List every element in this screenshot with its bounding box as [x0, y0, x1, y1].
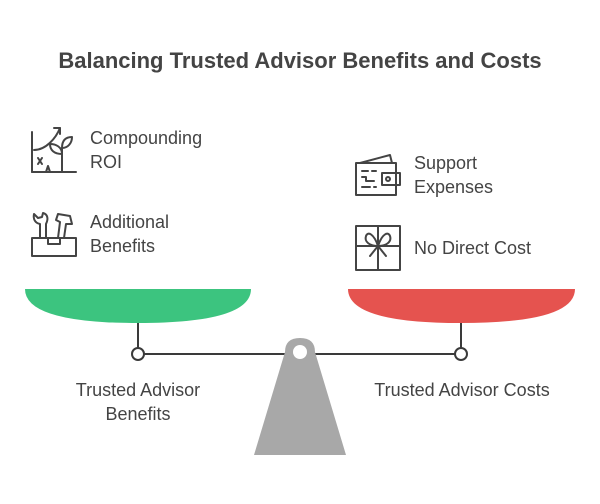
right-pan [348, 289, 575, 323]
left-beam-joint [131, 347, 145, 361]
additional-benefits-label: Additional Benefits [90, 212, 170, 256]
benefit-item-additional-benefits: Additional Benefits [28, 208, 169, 260]
toolbox-icon [31, 212, 77, 257]
benefits-side-label: Trusted Advisor Benefits [75, 380, 201, 424]
fulcrum-pivot [293, 345, 307, 359]
diagram-title: Balancing Trusted Advisor Benefits and C… [58, 48, 542, 73]
no-direct-cost-label: No Direct Cost [414, 238, 532, 258]
costs-side-label: Trusted Advisor Costs [374, 380, 550, 400]
cost-item-no-direct-cost: No Direct Cost [352, 222, 531, 274]
growth-plant-icon [31, 127, 77, 173]
compounding-roi-label: Compounding ROI [90, 128, 203, 172]
benefit-item-compounding-roi: Compounding ROI [28, 124, 202, 176]
support-expenses-label: Support Expenses [414, 153, 494, 197]
left-pan [25, 289, 251, 323]
fulcrum [254, 338, 346, 455]
cost-item-support-expenses: Support Expenses [352, 149, 493, 201]
gift-icon [355, 225, 401, 271]
right-beam-joint [454, 347, 468, 361]
wallet-icon [355, 154, 401, 196]
